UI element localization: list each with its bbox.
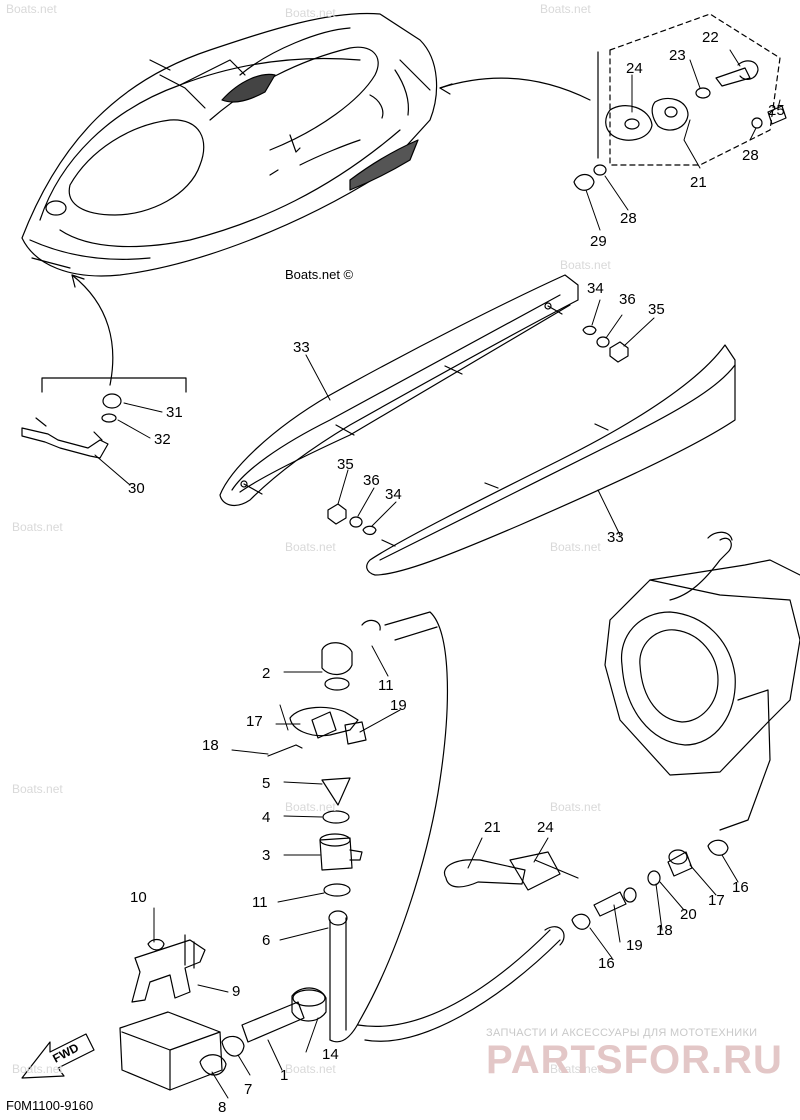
callout-29: 29: [590, 233, 607, 250]
hose-clip-7: [221, 1035, 245, 1057]
callout-34: 34: [587, 280, 604, 297]
sponson-fasteners: [327, 325, 629, 536]
callout-32: 32: [154, 431, 171, 448]
callout-21: 19: [626, 937, 643, 954]
watermark: Boats.net: [560, 258, 611, 272]
watermark: Boats.net: [540, 2, 591, 16]
watermark: Boats.net: [12, 520, 63, 534]
callout-13: 18: [202, 737, 219, 754]
watermark: Boats.net: [285, 800, 336, 814]
callout-8: 8: [218, 1099, 227, 1116]
callout-36: 36: [619, 291, 636, 308]
drain-plug-assembly: [573, 13, 787, 191]
callout-16-b: 16: [598, 955, 615, 972]
brand-caption: ЗАПЧАСТИ И АКСЕССУАРЫ ДЛЯ МОТОТЕХНИКИ: [486, 1027, 758, 1039]
fittings-right: [571, 839, 729, 930]
callout-5: 5: [262, 775, 271, 792]
callout-28: 28: [742, 147, 759, 164]
callout-19: 17: [708, 892, 725, 909]
callout-31: 31: [166, 404, 183, 421]
callout-35: 35: [648, 301, 665, 318]
bilge-hose: [328, 611, 565, 1043]
leader-lines: [94, 49, 781, 1099]
watermark: Boats.net: [6, 2, 57, 16]
callout-18: 24: [537, 819, 554, 836]
callout-15: 14: [322, 1046, 339, 1063]
callout-2: 2: [262, 665, 271, 682]
watermark: Boats.net: [550, 540, 601, 554]
sponson-left: [219, 274, 579, 507]
callout-9: 9: [232, 983, 241, 1000]
callout-7: 7: [244, 1081, 253, 1098]
joint-15: [291, 987, 327, 1022]
copyright-label: Boats.net ©: [285, 267, 354, 282]
band-17: [443, 851, 579, 891]
watermark: Boats.net: [12, 1062, 63, 1076]
callout-30: 30: [128, 480, 145, 497]
hose-1: [241, 1001, 305, 1043]
callout-28-b: 28: [620, 210, 637, 227]
sponson-right: [366, 344, 736, 576]
watermark: Boats.net: [550, 800, 601, 814]
callout-17: 21: [484, 819, 501, 836]
callout-1: 1: [280, 1067, 289, 1084]
callout-24: 22: [702, 29, 719, 46]
callout-12: 17: [246, 713, 263, 730]
bilge-box-8: [119, 1011, 227, 1091]
nozzle-housing: [604, 531, 800, 831]
callout-33-b: 33: [607, 529, 624, 546]
watercraft-illustration: [21, 12, 438, 277]
leader-group-30: [71, 274, 114, 386]
callout-11-b: 11: [252, 894, 268, 911]
callout-22: 20: [680, 906, 697, 923]
callout-10: 10: [130, 889, 147, 906]
callout-26: 24: [626, 60, 643, 77]
callout-16: 16: [732, 879, 749, 896]
fwd-arrow: [21, 1033, 95, 1079]
callout-6: 6: [262, 932, 271, 949]
callout-27: 25: [768, 102, 785, 119]
callout-20: 18: [656, 922, 673, 939]
watermark: Boats.net: [550, 1062, 601, 1076]
callout-35-b: 35: [337, 456, 354, 473]
fittings-stack: [267, 619, 381, 897]
callout-34-b: 34: [385, 486, 402, 503]
callout-11: 11: [378, 677, 394, 694]
watermark: Boats.net: [285, 1062, 336, 1076]
leader-group-23: [439, 77, 591, 101]
bracket-group-30: [41, 377, 187, 393]
callout-36-b: 36: [363, 472, 380, 489]
callout-3: 3: [262, 847, 271, 864]
callout-14: 19: [390, 697, 407, 714]
callout-4: 4: [262, 809, 271, 826]
watermark: Boats.net: [12, 782, 63, 796]
callout-33: 33: [293, 339, 310, 356]
brand-logo: PARTSFOR.RU: [486, 1038, 783, 1082]
bracket-9: [131, 934, 206, 1003]
diagram-code: F0M1100-9160: [6, 1098, 94, 1113]
watermark: Boats.net: [285, 540, 336, 554]
callout-25: 23: [669, 47, 686, 64]
watermark: Boats.net: [285, 6, 336, 20]
callout-23: 21: [690, 174, 707, 191]
hose-joint-30: [21, 393, 122, 459]
